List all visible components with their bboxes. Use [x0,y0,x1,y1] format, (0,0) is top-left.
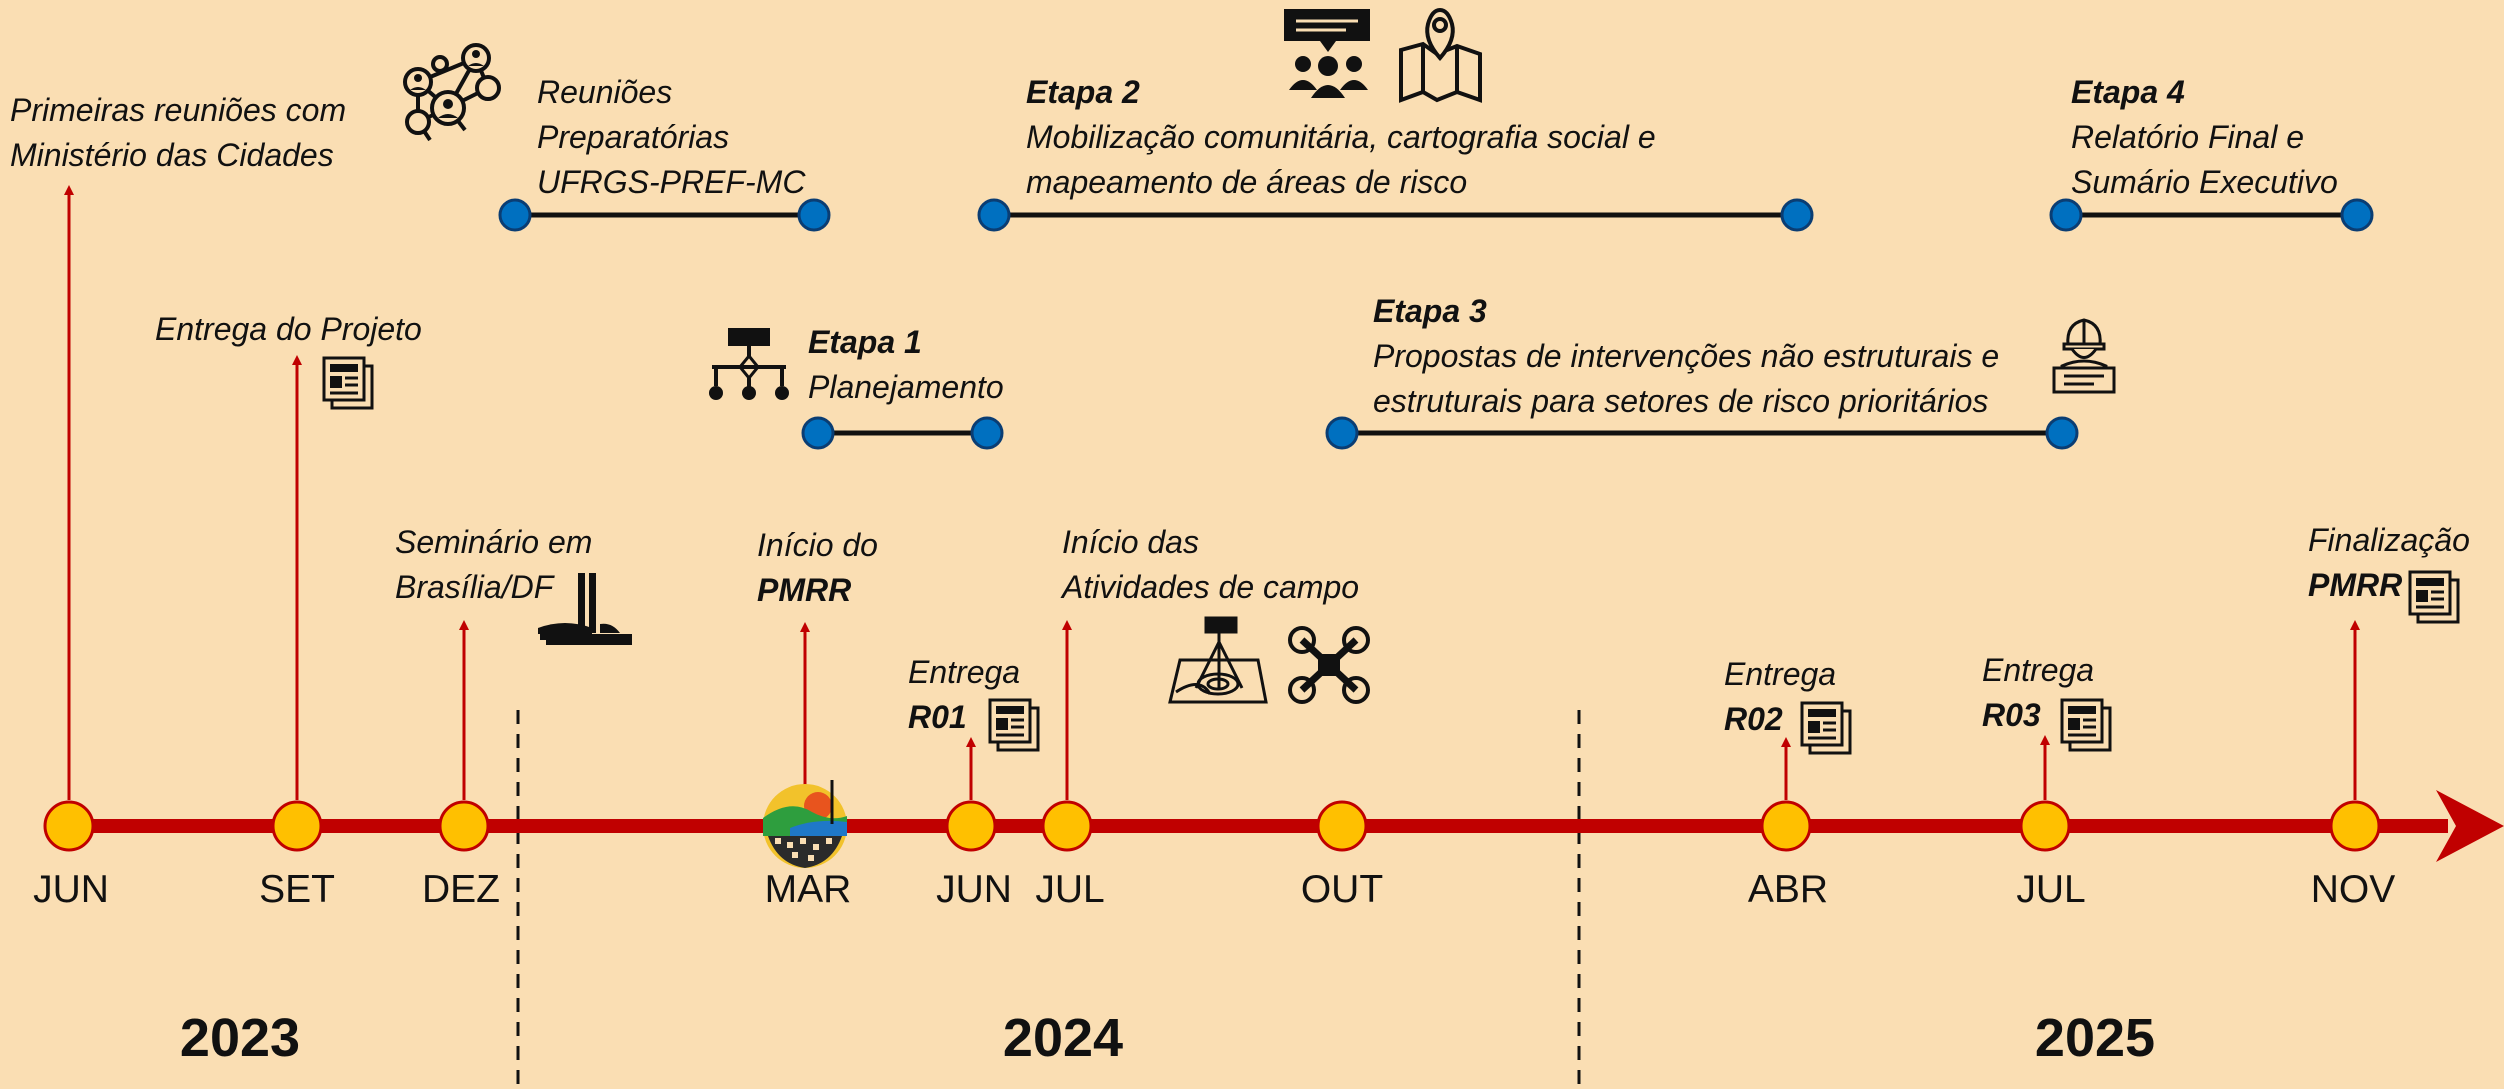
month-dot-jul-2025 [2019,800,2071,852]
congress-building-icon [538,573,632,645]
org-chart-icon [709,328,789,400]
month-dot-jun-2023 [43,800,95,852]
label-line: Início das [1062,524,1199,560]
stage-bar-preparatorias [498,198,831,232]
month-dot-jun-2024 [945,800,997,852]
label-inicio-campo: Início das Atividades de campo [1062,520,1359,610]
label-preparatorias: Reuniões Preparatórias UFRGS-PREF-MC [537,70,805,205]
label-line: Relatório Final e [2071,119,2304,155]
label-line: Sumário Executivo [2071,164,2338,200]
year-label-2025: 2025 [2034,1008,2156,1068]
label-line: Mobilização comunitária, cartografia soc… [1026,119,1656,155]
month-label: OUT [1300,868,1384,911]
month-label: SET [259,868,335,911]
label-etapa1: Etapa 1 Planejamento [808,320,1004,410]
month-markers [43,800,2381,852]
label-entrega-projeto: Entrega do Projeto [155,307,422,352]
label-line: PMRR [2308,567,2403,603]
label-line: Atividades de campo [1062,569,1360,605]
label-reunioes-mc: Primeiras reuniões com Ministério das Ci… [10,88,346,178]
label-etapa3: Etapa 3 Propostas de intervenções não es… [1373,289,1999,424]
stage-bar-etapa2 [977,198,1814,232]
label-line: mapeamento de áreas de risco [1026,164,1468,200]
surveyor-map-icon [1168,616,1268,704]
label-line: Início do [757,527,878,563]
stage-title: Etapa 1 [808,324,922,360]
month-label: JUL [2016,868,2086,911]
stage-bar-etapa3 [1325,416,2079,450]
label-line: Entrega [908,654,1021,690]
year-label-2024: 2024 [1002,1008,1124,1068]
drone-icon [1288,626,1370,704]
stage-bar-etapa1 [801,416,1004,450]
main-timeline-arrow [60,790,2504,862]
label-line: Finalização [2308,522,2470,558]
label-line: Entrega [1724,656,1837,692]
label-line: R02 [1724,701,1783,737]
label-line: Ministério das Cidades [10,137,334,173]
month-dot-abr-2025 [1760,800,1812,852]
label-line: Propostas de intervenções não estruturai… [1373,338,2000,374]
month-label: ABR [1747,868,1829,911]
month-dot-dez-2023 [438,800,490,852]
month-label: DEZ [422,868,500,911]
stage-title: Etapa 4 [2071,74,2185,110]
label-etapa4: Etapa 4 Relatório Final e Sumário Execut… [2071,70,2338,205]
month-label: JUN [936,868,1012,911]
label-line: Entrega [1982,652,2095,688]
engineer-icon [2052,318,2116,394]
month-dot-jul-2024 [1041,800,1093,852]
label-entrega-r01: Entrega R01 [908,650,1020,740]
label-inicio-pmrr: Início do PMRR [757,523,878,613]
label-line: estruturais para setores de risco priori… [1373,383,1989,419]
label-finalizacao: Finalização PMRR [2308,518,2470,608]
label-line: UFRGS-PREF-MC [537,164,806,200]
label-line: Preparatórias [537,119,730,155]
label-etapa2: Etapa 2 Mobilização comunitária, cartogr… [1026,70,1656,205]
year-label-2023: 2023 [179,1008,301,1068]
month-dot-set-2023 [271,800,323,852]
month-dot-nov-2025 [2329,800,2381,852]
city-logo-icon [763,780,847,868]
network-people-icon [403,43,501,142]
label-line: Entrega do Projeto [155,311,422,347]
label-entrega-r03: Entrega R03 [1982,648,2094,738]
label-line: R01 [908,699,967,735]
label-line: Brasília/DF [395,569,554,605]
month-label: MAR [764,868,852,911]
label-line: Seminário em [395,524,593,560]
label-line: R03 [1982,697,2041,733]
label-entrega-r02: Entrega R02 [1724,652,1836,742]
month-label: JUL [1035,868,1105,911]
label-line: Primeiras reuniões com [10,92,347,128]
month-label: NOV [2310,868,2396,911]
label-seminario: Seminário em Brasília/DF [395,520,592,610]
map-pin-icon [1399,7,1482,103]
label-line: Planejamento [808,369,1004,405]
stage-title: Etapa 3 [1373,293,1487,329]
label-line: PMRR [757,572,852,608]
month-label: JUN [33,868,109,911]
community-chat-icon [1284,9,1370,98]
document-icon-projeto [322,356,374,410]
label-line: Reuniões [537,74,673,110]
stage-bar-etapa4 [2049,198,2374,232]
stage-title: Etapa 2 [1026,74,1140,110]
month-dot-out-2024 [1316,800,1368,852]
